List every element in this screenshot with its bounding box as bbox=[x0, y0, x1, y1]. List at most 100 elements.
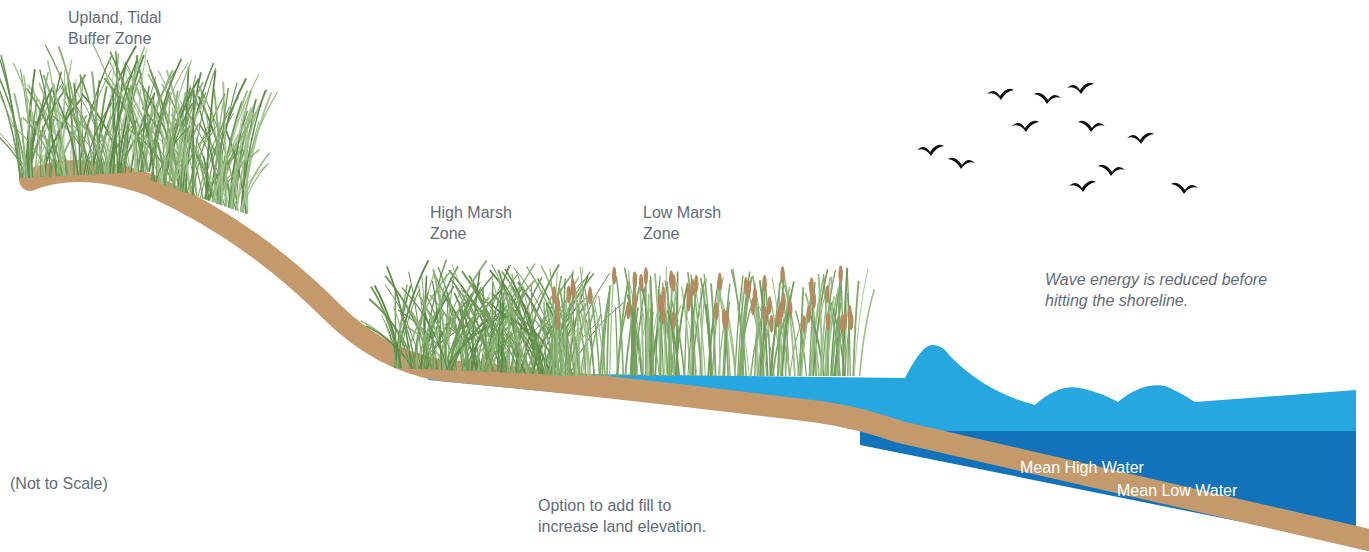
grass-blade bbox=[651, 312, 653, 376]
bird bbox=[917, 145, 944, 156]
grass-blade bbox=[0, 78, 28, 178]
bird bbox=[1098, 165, 1125, 176]
seed-head bbox=[763, 275, 767, 293]
grass-blade bbox=[465, 307, 520, 371]
scale-note: (Not to Scale) bbox=[10, 474, 150, 495]
bird bbox=[1078, 121, 1105, 132]
seed-head bbox=[639, 274, 643, 292]
grass-blade bbox=[471, 301, 519, 373]
grass-blade bbox=[432, 281, 441, 370]
seed-head bbox=[632, 292, 636, 310]
grass-blade bbox=[13, 63, 45, 177]
seed-head bbox=[571, 281, 575, 299]
seed-head bbox=[838, 265, 842, 283]
grass-blade bbox=[434, 274, 446, 370]
seed-head bbox=[671, 311, 675, 329]
note-text: Option to add fill to increase land elev… bbox=[538, 496, 733, 538]
seed-head bbox=[714, 302, 718, 320]
grass-blade bbox=[668, 311, 679, 376]
grass-blade bbox=[109, 59, 138, 172]
seed-head bbox=[552, 286, 556, 304]
grass-blade bbox=[241, 153, 270, 212]
grass-blade bbox=[721, 298, 735, 376]
grass-blade bbox=[509, 294, 511, 372]
grass-blade bbox=[860, 290, 875, 376]
grass-blade bbox=[241, 90, 266, 211]
grass-blade bbox=[154, 94, 157, 182]
zone-label: High Marsh Zone bbox=[430, 203, 535, 245]
seed-head bbox=[694, 275, 698, 293]
grass-blade bbox=[503, 282, 539, 373]
seed-head bbox=[767, 296, 771, 314]
seed-head bbox=[588, 287, 592, 305]
seed-head bbox=[825, 285, 829, 303]
seed-head bbox=[777, 306, 781, 324]
seed-head bbox=[849, 312, 853, 330]
seed-head bbox=[686, 294, 690, 312]
grass-blade bbox=[853, 281, 858, 376]
seed-head bbox=[669, 270, 673, 288]
zone-label: Low Marsh Zone bbox=[643, 203, 748, 245]
seed-head bbox=[763, 306, 767, 324]
grass-blade bbox=[845, 293, 848, 376]
grass-blade bbox=[740, 276, 751, 376]
seed-head bbox=[612, 267, 616, 285]
grass-blade bbox=[782, 281, 794, 376]
grass-blade bbox=[385, 284, 422, 369]
seed-head bbox=[626, 301, 630, 319]
water-level-label: Mean Low Water bbox=[1117, 482, 1237, 500]
grass-blade bbox=[519, 323, 532, 373]
seed-head bbox=[566, 286, 570, 304]
seed-head bbox=[722, 309, 726, 327]
seed-head bbox=[644, 267, 648, 285]
grass-blade bbox=[20, 69, 32, 177]
seed-head bbox=[633, 271, 637, 289]
grass-blade bbox=[110, 62, 136, 174]
grass-blade bbox=[711, 283, 716, 376]
grass-blade bbox=[602, 286, 610, 376]
bird bbox=[1067, 83, 1094, 94]
seed-head bbox=[769, 315, 773, 333]
grass-blade bbox=[786, 285, 799, 376]
grass-blade bbox=[447, 327, 488, 370]
note-text: Wave energy is reduced before hitting th… bbox=[1045, 270, 1295, 312]
grass-blade bbox=[581, 313, 590, 376]
grass-blade bbox=[385, 276, 432, 370]
seed-head bbox=[788, 300, 792, 318]
bird bbox=[1127, 133, 1154, 144]
marsh-grass bbox=[0, 43, 874, 376]
seed-head bbox=[556, 296, 560, 314]
grass-blade bbox=[192, 90, 194, 195]
grass-blade bbox=[658, 286, 667, 376]
grass-blade bbox=[398, 289, 419, 368]
grass-blade bbox=[54, 83, 65, 176]
grass-blade bbox=[169, 91, 177, 187]
grass-blade bbox=[706, 304, 711, 376]
grass-blade bbox=[233, 167, 265, 209]
grass-blade bbox=[485, 331, 516, 372]
grass-blade bbox=[14, 93, 27, 177]
grass-blade bbox=[580, 267, 588, 376]
seed-head bbox=[807, 305, 811, 323]
seed-head bbox=[744, 277, 748, 295]
grass-blade bbox=[544, 302, 546, 376]
seed-head bbox=[812, 291, 816, 309]
grass-blade bbox=[498, 281, 503, 372]
grass-blade bbox=[242, 163, 269, 212]
bird bbox=[1034, 93, 1061, 104]
grass-blade bbox=[569, 311, 579, 376]
grass-blade bbox=[143, 70, 173, 172]
seed-head bbox=[781, 293, 785, 311]
seed-head bbox=[780, 266, 784, 284]
grass-blade bbox=[375, 285, 401, 368]
seed-head bbox=[751, 297, 755, 315]
grass-blade bbox=[402, 287, 448, 370]
seed-head bbox=[843, 313, 847, 331]
grass-blade bbox=[832, 303, 841, 376]
water-level-label: Mean High Water bbox=[1020, 459, 1144, 477]
seed-head bbox=[690, 279, 694, 297]
grass-blade bbox=[361, 321, 412, 369]
seed-head bbox=[556, 312, 560, 330]
grass-blade bbox=[417, 295, 447, 369]
